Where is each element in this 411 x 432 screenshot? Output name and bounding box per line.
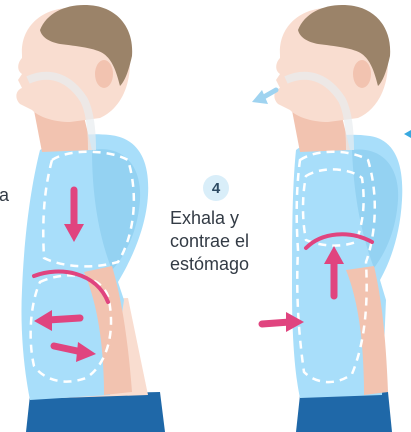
diaphragm-curve-icon — [32, 269, 110, 304]
arrow-right-head — [286, 312, 304, 332]
arrow-up-head — [324, 246, 344, 264]
pants-right — [296, 392, 392, 432]
lung-outline-upper-left — [42, 150, 136, 268]
figure-inhale — [16, 5, 165, 432]
arrow-right-head — [76, 342, 96, 362]
step-number-badge: 4 — [203, 175, 229, 201]
hair-left — [40, 5, 133, 86]
airway-right — [284, 71, 354, 151]
pants-left — [26, 392, 165, 432]
torso-outline-right — [295, 150, 376, 384]
arrow-right-icon — [258, 318, 294, 328]
arrow-left-head — [34, 310, 52, 331]
partial-label-left: ta — [0, 185, 10, 205]
airflow-partial-icon — [404, 130, 411, 138]
step-caption: Exhala y contrae el estómago — [170, 208, 250, 274]
hair-right — [298, 5, 391, 86]
forearm-left — [84, 266, 132, 395]
airflow-exhale-head — [252, 90, 268, 104]
diaphragm-curve-icon — [304, 232, 374, 250]
ear-left — [95, 60, 113, 88]
abdomen-outline-left — [29, 274, 113, 383]
chest-outline-right — [301, 168, 365, 247]
figure-exhale — [252, 5, 411, 432]
ear-right — [353, 60, 371, 88]
forearm-right — [346, 266, 388, 395]
airway-left — [26, 71, 96, 151]
sleeve-right — [352, 149, 399, 268]
arrow-down-head — [64, 224, 84, 242]
arrow-left-icon — [44, 314, 84, 324]
